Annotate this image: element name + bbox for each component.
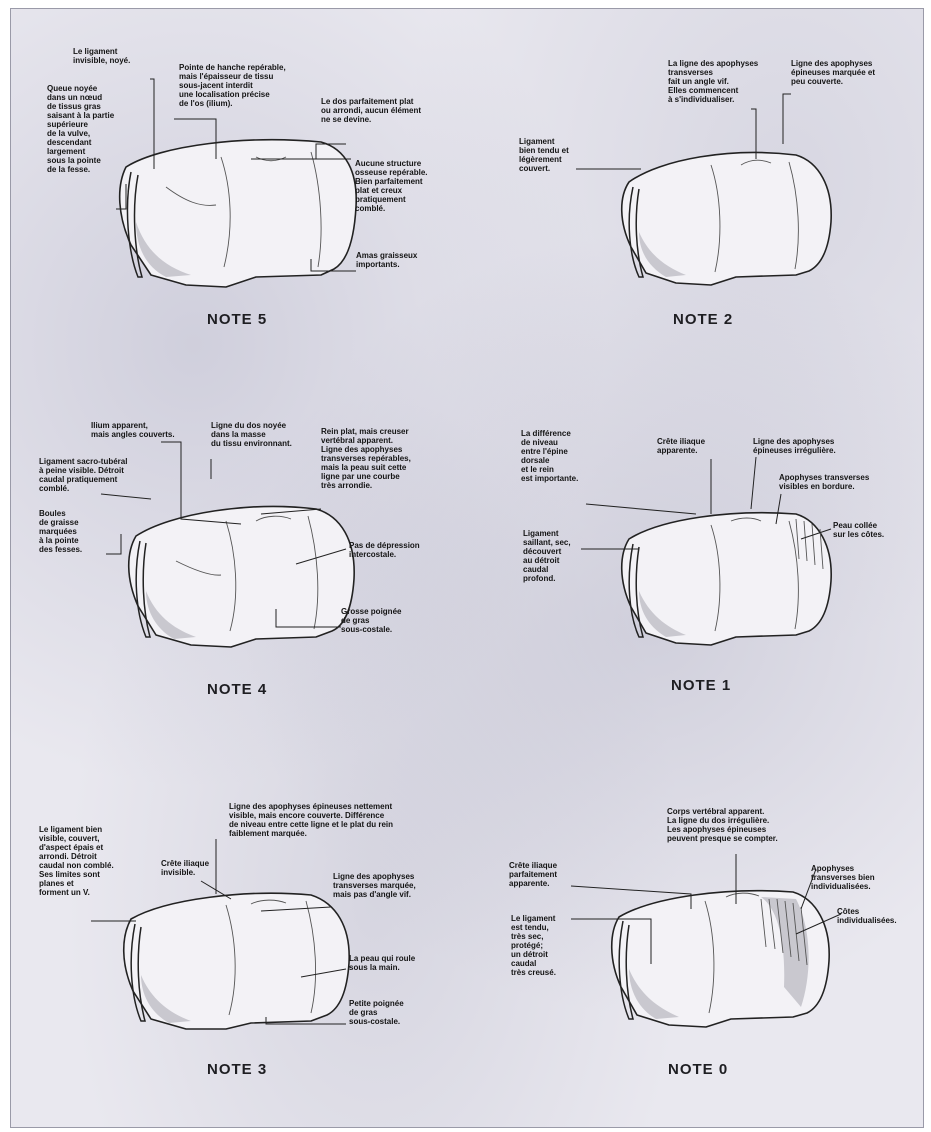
label-note0-apophyse: Apophyses transverses bien individualisé… — [811, 864, 875, 891]
label-line: est tendu, — [511, 923, 556, 932]
label-line: individualisées. — [837, 916, 897, 925]
label-line: individualisées. — [811, 882, 875, 891]
label-note0-corps: Corps vertébral apparent. La ligne du do… — [667, 807, 778, 843]
label-note0-crete: Crête iliaque parfaitement apparente. — [509, 861, 557, 888]
label-line: Le ligament — [511, 914, 556, 923]
label-line: protégé; — [511, 941, 556, 950]
label-note0-cotes: Côtes individualisées. — [837, 907, 897, 925]
label-line: caudal — [511, 959, 556, 968]
label-line: très sec, — [511, 932, 556, 941]
label-line: très creusé. — [511, 968, 556, 977]
label-line: Les apophyses épineuses — [667, 825, 778, 834]
label-note0-ligament: Le ligament est tendu, très sec, protégé… — [511, 914, 556, 977]
label-line: Apophyses — [811, 864, 875, 873]
label-line: Côtes — [837, 907, 897, 916]
label-line: un détroit — [511, 950, 556, 959]
label-line: Crête iliaque — [509, 861, 557, 870]
label-line: parfaitement — [509, 870, 557, 879]
leaders-note-0 — [11, 9, 923, 1127]
label-line: transverses bien — [811, 873, 875, 882]
scanned-sheet: Le ligament invisible, noyé. Pointe de h… — [10, 8, 924, 1128]
label-line: peuvent presque se compter. — [667, 834, 778, 843]
label-line: La ligne du dos irrégulière. — [667, 816, 778, 825]
note-title: NOTE 0 — [668, 1061, 728, 1078]
label-line: Corps vertébral apparent. — [667, 807, 778, 816]
label-line: apparente. — [509, 879, 557, 888]
